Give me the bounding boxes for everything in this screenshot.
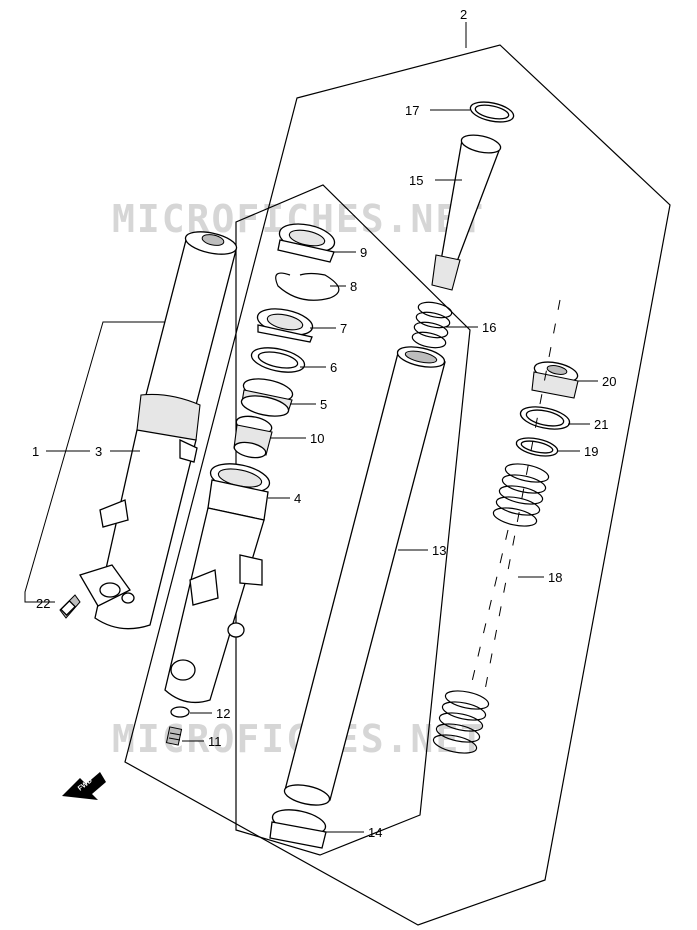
callout-6: 6 xyxy=(330,360,337,375)
callout-13: 13 xyxy=(432,543,446,558)
cap-bolt-part-20 xyxy=(531,361,579,399)
callout-10: 10 xyxy=(310,431,324,446)
slide-bushing-part-10 xyxy=(233,415,273,459)
ring-part-17 xyxy=(469,101,515,123)
callout-21: 21 xyxy=(594,417,608,432)
assembly-outline-2 xyxy=(124,44,671,926)
callout-18: 18 xyxy=(548,570,562,585)
oil-seal-part-7 xyxy=(256,308,314,343)
callout-9: 9 xyxy=(360,245,367,260)
callout-15: 15 xyxy=(409,173,423,188)
callout-12: 12 xyxy=(216,706,230,721)
outer-tube-part-3 xyxy=(79,231,238,630)
fwd-arrow-icon xyxy=(62,772,106,800)
o-ring-part-21 xyxy=(519,406,571,430)
inner-outline-13 xyxy=(235,184,471,856)
callout-14: 14 xyxy=(368,825,382,840)
fork-spring-part-18 xyxy=(432,463,550,754)
bolt-part-22 xyxy=(59,594,81,619)
callout-8: 8 xyxy=(350,279,357,294)
leader-lines xyxy=(46,22,598,833)
dust-seal-part-9 xyxy=(277,223,336,263)
callout-16: 16 xyxy=(482,320,496,335)
callout-5: 5 xyxy=(320,397,327,412)
ring-part-14 xyxy=(269,809,327,849)
washer-part-6 xyxy=(250,347,306,373)
snap-ring-part-8 xyxy=(275,272,340,301)
callout-20: 20 xyxy=(602,374,616,389)
callout-3: 3 xyxy=(95,444,102,459)
bolt-part-11 xyxy=(165,726,183,746)
callout-7: 7 xyxy=(340,321,347,336)
callout-2: 2 xyxy=(460,7,467,22)
callout-17: 17 xyxy=(405,103,419,118)
inner-tube-part-13 xyxy=(283,346,446,806)
guide-bushing-part-5 xyxy=(240,378,294,417)
bracket-part-1 xyxy=(24,321,172,603)
axis-line-right xyxy=(484,299,561,691)
lower-slider-part-4 xyxy=(164,463,271,704)
gasket-part-12 xyxy=(170,706,190,718)
callout-22: 22 xyxy=(36,596,50,611)
rebound-spring-part-16 xyxy=(411,301,453,349)
washer-part-19 xyxy=(515,437,559,457)
callout-1: 1 xyxy=(32,444,39,459)
callout-11: 11 xyxy=(208,734,222,749)
callout-4: 4 xyxy=(294,491,301,506)
damper-rod-part-15 xyxy=(431,134,502,291)
callout-19: 19 xyxy=(584,444,598,459)
fwd-marker: FWD xyxy=(62,772,106,800)
